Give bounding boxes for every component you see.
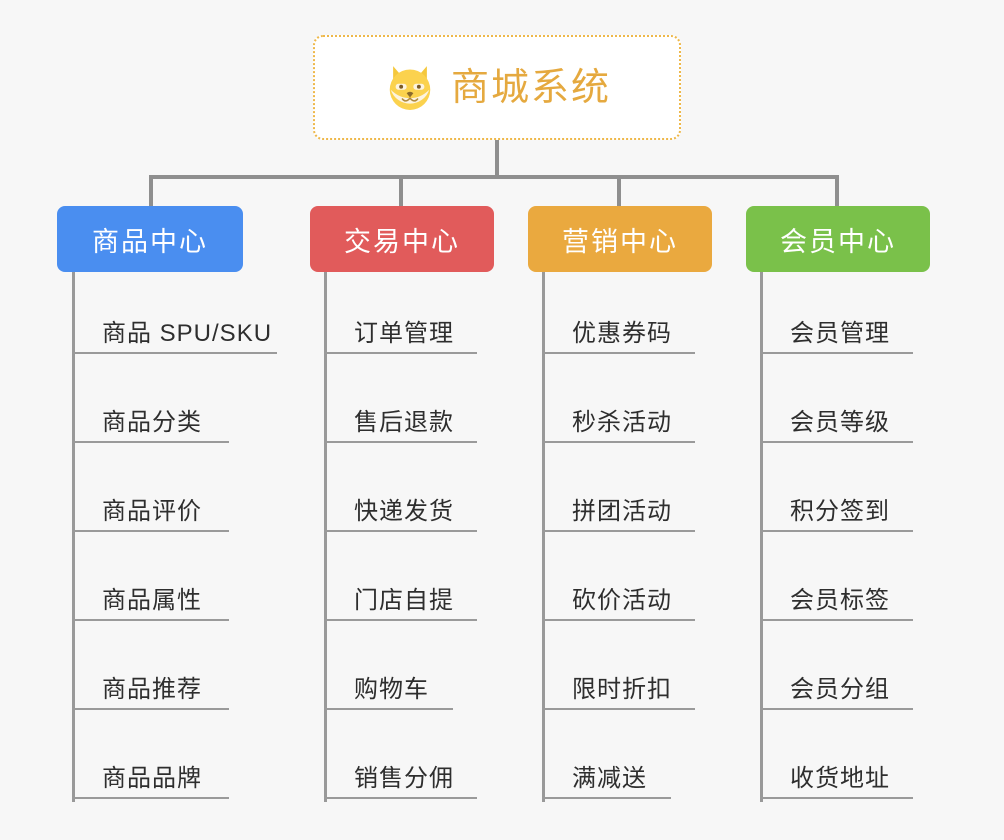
dog-face-icon xyxy=(389,65,431,112)
trunk-branch-1 xyxy=(72,272,75,802)
leaf-label: 优惠券码 xyxy=(572,320,672,347)
connector-root-stem xyxy=(495,140,499,178)
leaf-item[interactable]: 商品品牌 xyxy=(72,753,229,799)
leaf-label: 商品品牌 xyxy=(102,765,202,792)
connector-drop-branch-3 xyxy=(617,175,621,208)
leaf-label: 门店自提 xyxy=(354,587,454,614)
leaf-item[interactable]: 商品评价 xyxy=(72,486,229,532)
category-header-2[interactable]: 交易中心 xyxy=(310,206,494,272)
leaf-label: 商品 SPU/SKU xyxy=(102,320,273,347)
leaf-label: 会员标签 xyxy=(790,587,890,614)
leaf-label: 秒杀活动 xyxy=(572,409,672,436)
category-label-1: 商品中心 xyxy=(92,226,208,257)
leaf-item[interactable]: 会员等级 xyxy=(760,397,913,443)
category-header-1[interactable]: 商品中心 xyxy=(57,206,243,272)
leaf-item[interactable]: 收货地址 xyxy=(760,753,913,799)
leaf-item[interactable]: 砍价活动 xyxy=(542,575,695,621)
leaf-item[interactable]: 满减送 xyxy=(542,753,671,799)
leaf-label: 商品评价 xyxy=(102,498,202,525)
leaf-item[interactable]: 会员管理 xyxy=(760,308,913,354)
leaf-item[interactable]: 快递发货 xyxy=(324,486,477,532)
leaf-label: 售后退款 xyxy=(354,409,454,436)
leaf-item[interactable]: 限时折扣 xyxy=(542,664,695,710)
leaf-label: 满减送 xyxy=(572,765,647,792)
leaf-label: 砍价活动 xyxy=(572,587,672,614)
connector-drop-branch-4 xyxy=(835,175,839,208)
category-label-2: 交易中心 xyxy=(344,226,460,257)
leaf-item[interactable]: 订单管理 xyxy=(324,308,477,354)
leaf-label: 购物车 xyxy=(354,676,429,703)
root-node[interactable]: 商城系统 xyxy=(313,35,681,140)
leaf-label: 销售分佣 xyxy=(354,765,454,792)
leaf-item[interactable]: 拼团活动 xyxy=(542,486,695,532)
leaf-label: 会员管理 xyxy=(790,320,890,347)
leaf-item[interactable]: 会员分组 xyxy=(760,664,913,710)
category-label-3: 营销中心 xyxy=(562,226,678,257)
leaf-item[interactable]: 会员标签 xyxy=(760,575,913,621)
leaf-item[interactable]: 商品推荐 xyxy=(72,664,229,710)
leaf-item[interactable]: 销售分佣 xyxy=(324,753,477,799)
leaf-label: 会员分组 xyxy=(790,676,890,703)
leaf-label: 收货地址 xyxy=(790,765,890,792)
leaf-label: 限时折扣 xyxy=(572,676,672,703)
connector-drop-branch-1 xyxy=(149,175,153,208)
leaf-item[interactable]: 商品属性 xyxy=(72,575,229,621)
category-header-4[interactable]: 会员中心 xyxy=(746,206,930,272)
category-header-3[interactable]: 营销中心 xyxy=(528,206,712,272)
leaf-item[interactable]: 积分签到 xyxy=(760,486,913,532)
leaf-label: 订单管理 xyxy=(354,320,454,347)
trunk-branch-2 xyxy=(324,272,327,802)
root-title: 商城系统 xyxy=(450,66,611,109)
leaf-label: 商品属性 xyxy=(102,587,202,614)
trunk-branch-4 xyxy=(760,272,763,802)
leaf-label: 商品分类 xyxy=(102,409,202,436)
leaf-label: 拼团活动 xyxy=(572,498,672,525)
leaf-item[interactable]: 门店自提 xyxy=(324,575,477,621)
category-label-4: 会员中心 xyxy=(780,226,896,257)
leaf-item[interactable]: 优惠券码 xyxy=(542,308,695,354)
leaf-item[interactable]: 商品分类 xyxy=(72,397,229,443)
trunk-branch-3 xyxy=(542,272,545,802)
connector-horizontal-bus xyxy=(149,175,839,179)
connector-drop-branch-2 xyxy=(399,175,403,208)
leaf-item[interactable]: 商品 SPU/SKU xyxy=(72,308,277,354)
leaf-item[interactable]: 秒杀活动 xyxy=(542,397,695,443)
leaf-label: 快递发货 xyxy=(354,498,454,525)
leaf-label: 会员等级 xyxy=(790,409,890,436)
leaf-label: 商品推荐 xyxy=(102,676,202,703)
leaf-label: 积分签到 xyxy=(790,498,890,525)
leaf-item[interactable]: 售后退款 xyxy=(324,397,477,443)
leaf-item[interactable]: 购物车 xyxy=(324,664,453,710)
